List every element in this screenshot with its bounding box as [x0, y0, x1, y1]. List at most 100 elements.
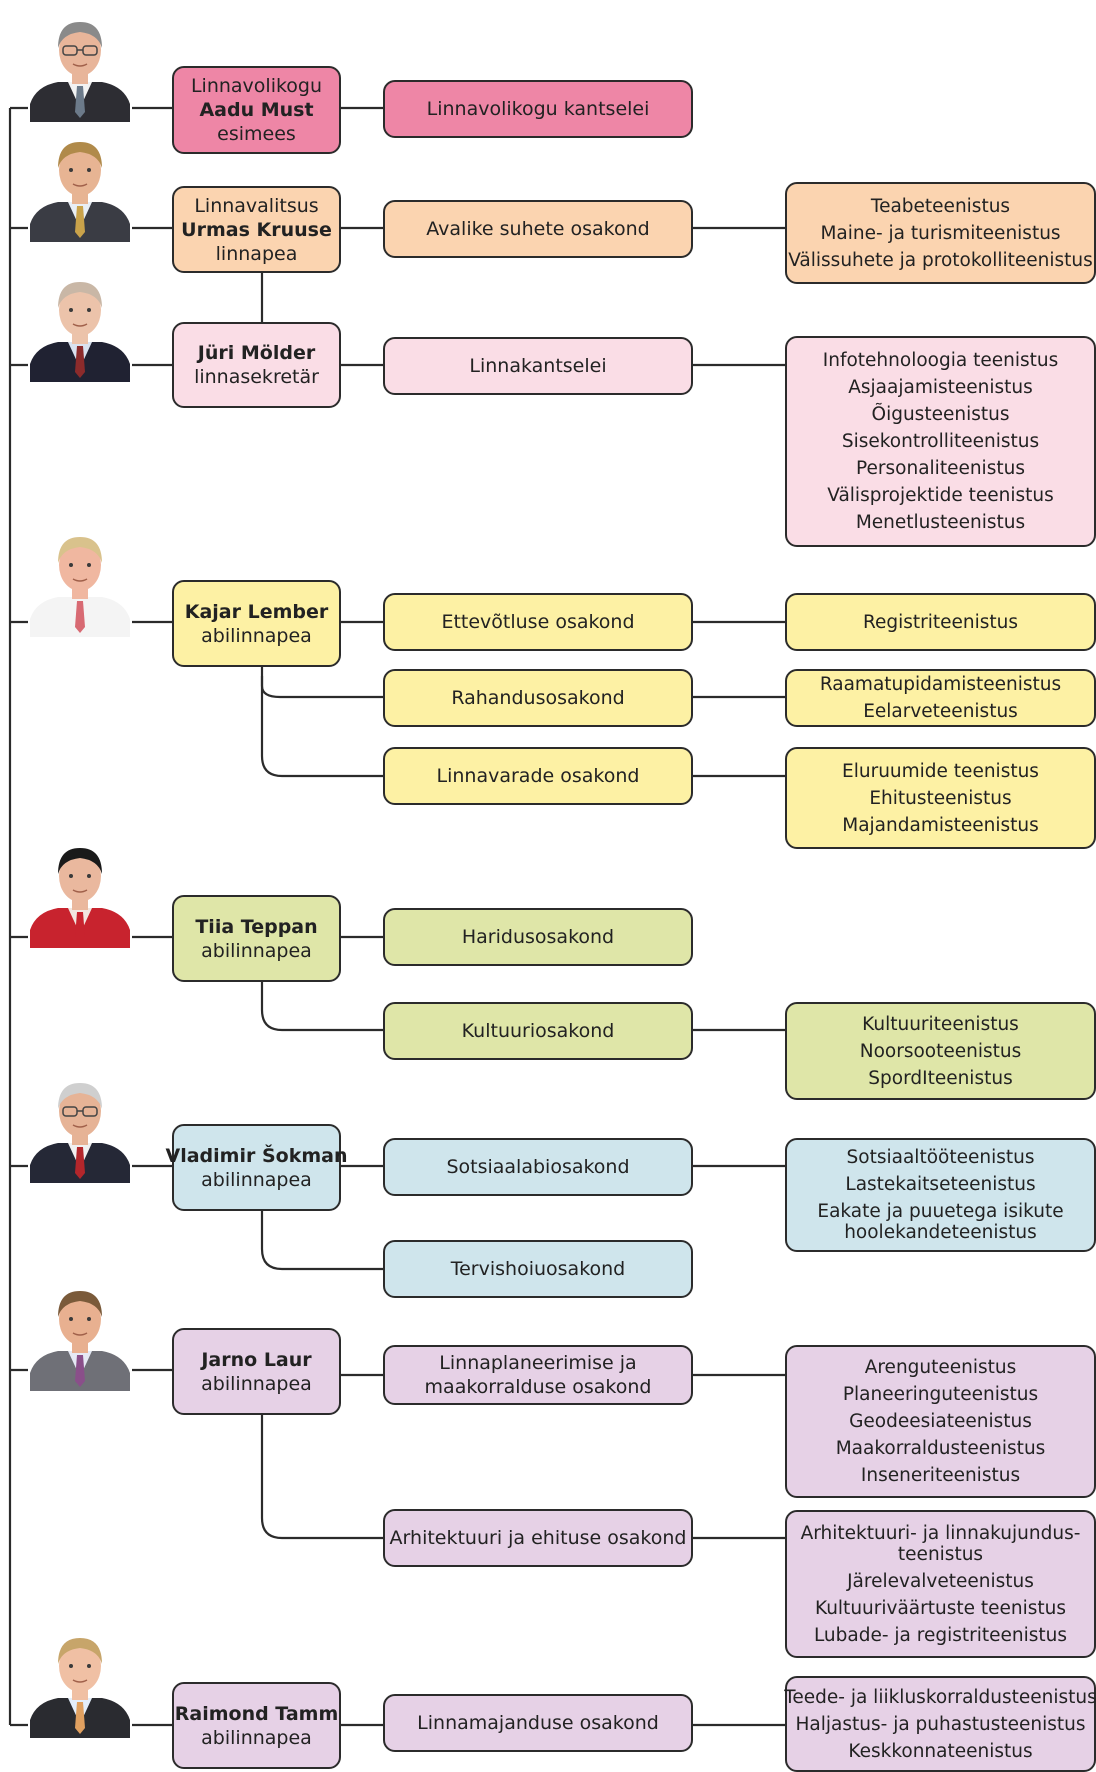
service-line: Geodeesiateenistus: [849, 1411, 1032, 1432]
service-line: Maakorraldusteenistus: [835, 1438, 1046, 1459]
service-line: hoolekandeteenistus: [844, 1222, 1037, 1243]
service-line: Noorsooteenistus: [859, 1040, 1022, 1062]
service-line: Välisprojektide teenistus: [827, 485, 1054, 506]
department-line: Kultuuriosakond: [461, 1020, 615, 1042]
department-line: Ettevõtluse osakond: [441, 611, 635, 633]
person-portrait-icon: [28, 527, 132, 637]
leader-line: abilinnapea: [201, 939, 312, 962]
service-line: Arhitektuuri- ja linnakujundus-: [800, 1522, 1081, 1544]
service-line: Õigusteenistus: [871, 404, 1010, 425]
dept-box-linnamajanduse: Linnamajanduse osakond: [383, 1694, 693, 1752]
person-portrait-icon: [28, 838, 132, 948]
person-portrait-icon: [28, 272, 132, 382]
portrait-vladimir-sokman: [28, 1073, 132, 1183]
portrait-jarno-laur: [28, 1281, 132, 1391]
leader-line: linnapea: [215, 242, 298, 265]
service-line: Raamatupidamisteenistus: [819, 674, 1062, 695]
service-line: Eakate ja puuetega isikute: [817, 1201, 1064, 1222]
portrait-tiia-teppan: [28, 838, 132, 948]
leader-line: Raimond Tamm: [174, 1702, 339, 1725]
person-portrait-icon: [28, 132, 132, 242]
leader-line: linnasekretär: [194, 366, 319, 388]
leader-line: Jüri Mölder: [197, 342, 316, 364]
leader-line: Jarno Laur: [201, 1348, 312, 1371]
dept-box-sotsiaal: Sotsiaalabiosakond: [383, 1138, 693, 1196]
service-line: Haljastus- ja puhastusteenistus: [795, 1713, 1086, 1735]
service-line: Kultuuriväärtuste teenistus: [814, 1597, 1067, 1619]
leader-line: Tiia Teppan: [195, 915, 318, 938]
leader-line: esimees: [217, 123, 296, 145]
person-portrait-icon: [28, 1073, 132, 1183]
service-line: Sotsiaaltööteenistus: [846, 1147, 1035, 1168]
service-line: Keskkonnateenistus: [848, 1740, 1033, 1762]
dept-box-avalike-suhete: Avalike suhete osakond: [383, 200, 693, 258]
service-line: Teede- ja liikluskorraldusteenistus: [784, 1686, 1096, 1708]
service-line: Registriteenistus: [862, 611, 1019, 633]
department-line: Rahandusosakond: [451, 687, 625, 709]
service-line: Majandamisteenistus: [842, 814, 1039, 836]
service-line: Personaliteenistus: [856, 458, 1025, 479]
leader-line: Aadu Must: [199, 99, 314, 121]
service-line: Eelarveteenistus: [863, 701, 1018, 722]
service-line: Maine- ja turismiteenistus: [820, 222, 1061, 244]
service-line: Menetlusteenistus: [855, 512, 1026, 533]
dept-box-linnavarade: Linnavarade osakond: [383, 747, 693, 805]
leader-line: abilinnapea: [201, 1726, 312, 1749]
department-line: Linnaplaneerimise ja: [439, 1352, 637, 1374]
service-line: Infotehnoloogia teenistus: [822, 350, 1059, 371]
department-line: Haridusosakond: [461, 926, 615, 948]
service-line: Kultuuriteenistus: [862, 1013, 1019, 1035]
services-box-arhitektuuri: Arhitektuuri- ja linnakujundus-teenistus…: [785, 1510, 1096, 1658]
services-box-ettevotluse: Registriteenistus: [785, 593, 1096, 651]
department-line: Linnamajanduse osakond: [417, 1712, 659, 1734]
leader-line: Linnavolikogu: [190, 75, 323, 97]
department-line: Linnavolikogu kantselei: [426, 98, 650, 120]
service-line: Sisekontrolliteenistus: [841, 431, 1040, 452]
person-portrait-icon: [28, 1281, 132, 1391]
portrait-aadu-must: [28, 12, 132, 122]
person-portrait-icon: [28, 12, 132, 122]
service-line: Ehitusteenistus: [869, 787, 1012, 809]
leader-line: Kajar Lember: [184, 600, 329, 623]
service-line: Arenguteenistus: [864, 1357, 1017, 1378]
service-line: Järelevalveteenistus: [847, 1570, 1034, 1592]
dept-box-arhitektuuri: Arhitektuuri ja ehituse osakond: [383, 1509, 693, 1567]
dept-box-linnakantselei: Linnakantselei: [383, 337, 693, 395]
dept-box-rahandus: Rahandusosakond: [383, 669, 693, 727]
department-line: Sotsiaalabiosakond: [446, 1156, 630, 1178]
portrait-raimond-tamm: [28, 1628, 132, 1738]
leader-line: abilinnapea: [201, 624, 312, 647]
portrait-kajar-lember: [28, 527, 132, 637]
department-line: Arhitektuuri ja ehituse osakond: [389, 1527, 687, 1549]
service-line: SpordIteenistus: [868, 1067, 1013, 1089]
service-line: Asjaajamisteenistus: [848, 377, 1033, 398]
service-line: Planeeringuteenistus: [842, 1384, 1039, 1405]
dept-box-haridus: Haridusosakond: [383, 908, 693, 966]
department-line: maakorralduse osakond: [424, 1376, 652, 1398]
service-line: Lubade- ja registriteenistus: [813, 1624, 1068, 1646]
leader-line: Linnavalitsus: [194, 194, 319, 217]
service-line: Teabeteenistus: [870, 195, 1011, 217]
leader-line: abilinnapea: [201, 1168, 312, 1191]
leader-line: Urmas Kruuse: [181, 218, 332, 241]
service-line: Välissuhete ja protokolliteenistus: [788, 249, 1093, 271]
department-line: Linnakantselei: [469, 355, 607, 377]
portrait-juri-molder: [28, 272, 132, 382]
service-line: Eluruumide teenistus: [842, 760, 1039, 782]
dept-box-kultuuri: Kultuuriosakond: [383, 1002, 693, 1060]
